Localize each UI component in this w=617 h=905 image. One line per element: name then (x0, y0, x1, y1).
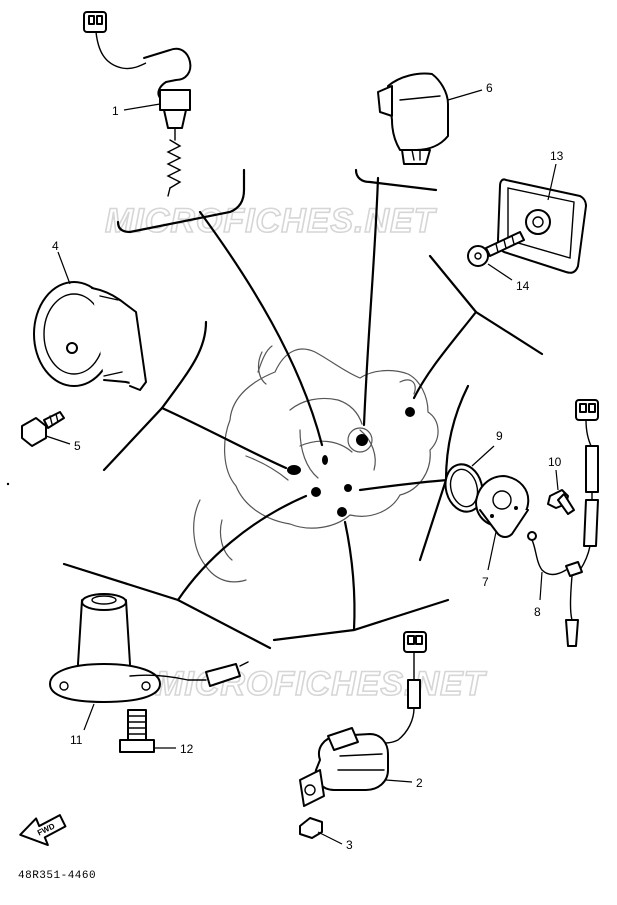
callout-5: 5 (74, 439, 81, 453)
callout-3: 3 (346, 838, 353, 852)
engine-frame-outline (193, 345, 439, 583)
callout-10: 10 (548, 455, 562, 469)
callouts: 1 2 3 4 5 6 7 8 9 10 11 12 13 14 (45, 81, 564, 852)
solenoid-bolt (119, 709, 155, 753)
callout-13: 13 (550, 149, 564, 163)
horn (33, 281, 147, 391)
group-brackets (62, 168, 544, 650)
mount-points (287, 407, 415, 517)
callout-9: 9 (496, 429, 503, 443)
document-id: 48R351-4460 (18, 870, 96, 882)
sensor-body (475, 475, 530, 538)
sensor-lead (527, 399, 599, 647)
o-ring (444, 463, 484, 513)
connection-leaders (160, 176, 478, 632)
watermark-top: MICROFICHES.NET (105, 202, 438, 240)
plate-screw (467, 231, 525, 267)
valve-bolt (299, 817, 323, 839)
callout-12: 12 (180, 742, 194, 756)
valve-assembly (299, 631, 427, 807)
callout-4: 4 (52, 239, 59, 253)
fuel-solenoid (49, 593, 249, 703)
horn-bolt (21, 411, 65, 447)
resistor-plate (497, 178, 587, 274)
callout-6: 6 (486, 81, 493, 95)
callout-7: 7 (482, 575, 489, 589)
relay-unit (377, 72, 449, 165)
callout-11: 11 (70, 733, 83, 747)
callout-1: 1 (112, 104, 119, 118)
watermark-bottom: MICROFICHES.NET (155, 665, 488, 703)
forward-arrow-icon: FWD (19, 814, 67, 847)
sensor-screw (547, 489, 575, 515)
callout-14: 14 (516, 279, 530, 293)
callout-8: 8 (534, 605, 541, 619)
neutral-switch (83, 11, 192, 197)
callout-2: 2 (416, 776, 423, 790)
